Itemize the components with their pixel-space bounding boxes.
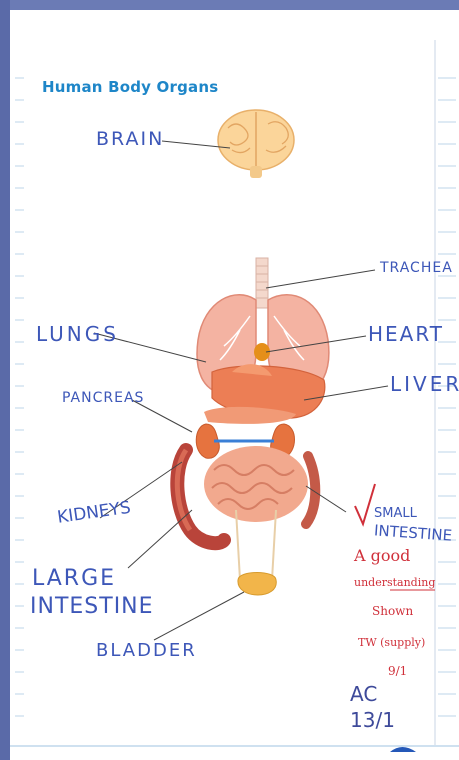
student-initials: AC (350, 682, 377, 706)
label-bladder: BLADDER (96, 640, 197, 661)
label-small-intestine-line1: SMALL (374, 506, 417, 521)
teacher-comment-line3: Shown (372, 604, 413, 618)
label-trachea: TRACHEA (380, 260, 453, 276)
tick-mark (355, 484, 375, 524)
label-large-intestine-line1: LARGE (32, 566, 116, 591)
brain-illustration (218, 110, 294, 178)
label-large-intestine-line2: INTESTINE (30, 594, 154, 619)
teacher-comment-line4: TW (supply) (358, 636, 425, 649)
label-heart: HEART (368, 322, 444, 346)
label-lungs: LUNGS (36, 322, 119, 346)
teacher-comment-line1: A good (354, 546, 410, 565)
teacher-comment-line2: understanding (354, 576, 435, 589)
decorative-blob (390, 747, 416, 752)
trachea-illustration (256, 258, 268, 308)
student-date: 13/1 (350, 708, 395, 732)
label-brain: BRAIN (96, 128, 164, 150)
small-intestine-illustration (204, 446, 308, 522)
bladder-illustration (236, 510, 276, 595)
teacher-comment-date: 9/1 (388, 664, 407, 678)
label-pancreas: PANCREAS (62, 390, 144, 406)
label-liver: LIVER (390, 372, 459, 396)
